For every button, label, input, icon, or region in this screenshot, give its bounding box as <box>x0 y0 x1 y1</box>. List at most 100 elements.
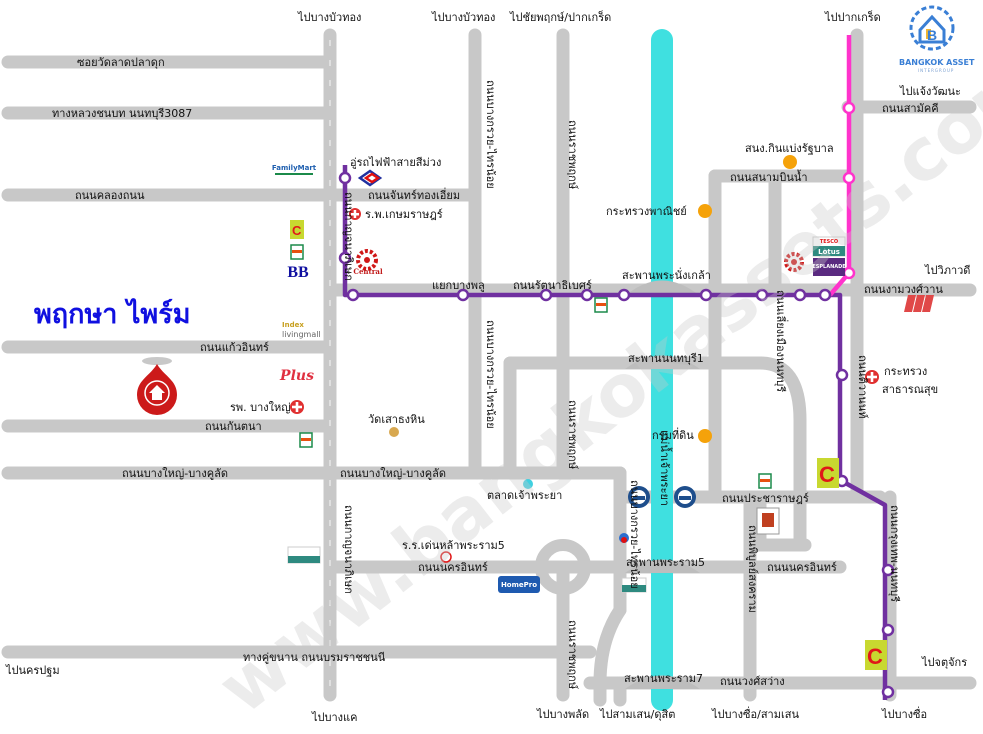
road-label-phibun-songkhram: ถนนพิบูลย์สงคราม <box>746 525 759 613</box>
roundabout <box>535 539 591 595</box>
logo-name: BANGKOK ASSET <box>899 58 975 67</box>
bridge-label-rama-7: สะพานพระราม7 <box>624 672 703 685</box>
tesco-lotus-logo-icon <box>621 577 647 593</box>
hospital-icon <box>290 400 304 414</box>
road-label-ratchaphruek-2: ถนนราชพฤกษ์ <box>566 400 579 470</box>
landmark-commerce-ministry: กระทรวงพาณิชย์ <box>606 205 687 218</box>
boat-pier-icon <box>628 486 650 508</box>
road-label-chan-thong-iam: ถนนจันทร์ทองเอี่ยม <box>368 189 461 202</box>
station-central[interactable] <box>338 251 352 265</box>
project-location-pin[interactable] <box>137 357 177 415</box>
landmark-purple-line-depot: อู่รถไฟฟ้าสายสีม่วง <box>350 156 442 169</box>
big-c-logo-icon: C <box>290 220 304 239</box>
dest-chaeng-watthana: ไปแจ้งวัฒนะ <box>900 85 961 98</box>
seven-eleven-logo-icon <box>299 432 313 448</box>
brand-esplanade: ESPLANADE <box>812 264 846 270</box>
landmark-land-department: กรมที่ดิน <box>652 429 694 442</box>
lottery-office-dot <box>783 155 797 169</box>
station[interactable] <box>818 288 832 302</box>
bridge-label-phra-nang-klao: สะพานพระนั่งเกล้า <box>622 269 711 282</box>
landmark-bang-yai-hospital: รพ. บางใหญ่ <box>230 401 291 414</box>
dest-nakhon-pathom: ไปนครปฐม <box>6 664 60 677</box>
road-label-ratchaphruek-1: ถนนราชพฤกษ์ <box>566 120 579 190</box>
bridge-label-nonthaburi-1: สะพานนนทบุรี1 <box>628 352 704 365</box>
landmark-wat-sao-thong-hin: วัดเสาธงหิน <box>368 413 425 426</box>
road-label-bang-yai-bang-khu-lat-2: ถนนบางใหญ่-บางคูลัด <box>340 467 446 480</box>
station[interactable] <box>346 288 360 302</box>
dest-bang-bua-thong-1: ไปบางบัวทอง <box>298 11 362 24</box>
seven-eleven-logo-icon <box>594 297 608 313</box>
road-label-rattanathibet: ถนนรัตนาธิเบศร์ <box>513 279 592 292</box>
station[interactable] <box>755 288 769 302</box>
big-c-logo-icon: C <box>865 640 887 670</box>
road-label-bang-kruai-sai-noi-3: ถนนบางกรวย-ไทรน้อย <box>628 480 641 589</box>
road-label-sanam-bin-nam: ถนนสนามบินน้ำ <box>730 171 808 184</box>
big-c-logo-icon: C <box>817 458 839 488</box>
project-title: พฤกษา ไพร์ม <box>34 299 191 330</box>
road-label-tiwanon: ถนนติวานนท์ <box>856 355 869 419</box>
bridges <box>625 280 700 689</box>
boat-pier-icon <box>674 486 696 508</box>
road-label-highway-3087: ทางหลวงชนบท นนทบุรี3087 <box>52 107 193 120</box>
road-label-kaeo-in: ถนนแก้วอินทร์ <box>200 341 269 354</box>
road-label-bang-kruai-sai-noi-2: ถนนบางกรวย-ไทรน้อย <box>484 320 497 429</box>
road-label-samakkhi: ถนนสามัคคี <box>882 102 939 115</box>
station-yaek-bang-phlu[interactable] <box>456 288 470 302</box>
the-mall-logo-icon <box>904 295 934 312</box>
landmark-lottery-office: สนง.กินแบ่งรัฐบาล <box>745 142 834 155</box>
seven-eleven-logo-icon <box>758 473 772 489</box>
svg-text:C: C <box>292 223 302 238</box>
station[interactable] <box>881 623 895 637</box>
bridge-rama-5 <box>625 559 700 573</box>
landmark-public-health-ministry-1: กระทรวง <box>884 365 928 378</box>
road-label-krung-thep-nonthaburi: ถนนกรุงเทพ-นนทบุรี <box>888 505 901 603</box>
dest-bang-phlat: ไปบางพลัด <box>537 708 590 721</box>
central-logo-icon <box>356 249 378 271</box>
chao-phraya-market-icon <box>523 479 533 489</box>
seven-eleven-logo-icon <box>290 244 304 260</box>
station-ministry-of-health[interactable] <box>835 368 849 382</box>
hospital-icon <box>865 370 879 384</box>
esplanade-logo-icon <box>813 258 845 276</box>
dest-bang-bua-thong-2: ไปบางบัวทอง <box>432 11 496 24</box>
station-pink[interactable] <box>842 171 856 185</box>
dest-samsen-dusit: ไปสามเสน/ดุสิต <box>600 708 676 721</box>
gas-station-icon <box>619 533 629 543</box>
central-logo-icon <box>784 252 804 272</box>
station-bang-son[interactable] <box>881 685 895 699</box>
dest-bang-khae: ไปบางแค <box>312 711 358 724</box>
station[interactable] <box>580 288 594 302</box>
dest-pak-kret: ไปปากเกร็ด <box>825 11 881 24</box>
mrt-logo-icon <box>357 169 383 187</box>
svg-text:C: C <box>867 644 883 669</box>
station[interactable] <box>617 288 631 302</box>
road-label-bang-yai-bang-khu-lat-1: ถนนบางใหญ่-บางคูลัด <box>122 467 228 480</box>
landmark-kasemrad-hospital: ร.พ.เกษมราษฎร์ <box>365 208 443 221</box>
brand-lotus: Lotus <box>818 247 840 256</box>
tesco-lotus-logo-icon <box>287 546 321 564</box>
dest-vibhavadi: ไปวิภาวดี <box>925 264 971 277</box>
bridge-rama-7 <box>625 675 700 689</box>
hospital-icon <box>349 208 361 220</box>
bangkok-asset-logo-icon: B <box>909 5 955 51</box>
road-label-khlong-thanon: ถนนคลองถนน <box>75 189 145 202</box>
dest-bang-sue: ไปบางซื่อ <box>882 708 928 721</box>
road-label-yaek-bang-phlu: แยกบางพลู <box>432 279 485 292</box>
pink-stations <box>842 101 856 280</box>
station[interactable] <box>699 288 713 302</box>
station[interactable] <box>539 288 553 302</box>
brand-familymart: FamilyMart <box>272 163 316 175</box>
road-label-kan-tana: ถนนกันตนา <box>205 420 262 433</box>
station[interactable] <box>793 288 807 302</box>
landmark-chao-phraya-market: ตลาดเจ้าพระยา <box>487 489 563 502</box>
station-pink[interactable] <box>842 101 856 115</box>
svg-text:B: B <box>927 27 937 43</box>
station[interactable] <box>881 563 895 577</box>
road-label-borommaratchachonnani: ทางคู่ขนาน ถนนบรมราชชนนี <box>243 651 386 664</box>
station-depot[interactable] <box>338 171 352 185</box>
road-label-liang-mueang-nonthaburi: ถนนเลี่ยงเมืองนนทบุรี <box>774 290 787 393</box>
road-label-pracharat: ถนนประชาราษฎร์ <box>722 492 809 505</box>
dest-bang-sue-samsen: ไปบางซื่อ/สามเสน <box>712 708 799 721</box>
brand-livingmall: livingmall <box>282 329 321 339</box>
